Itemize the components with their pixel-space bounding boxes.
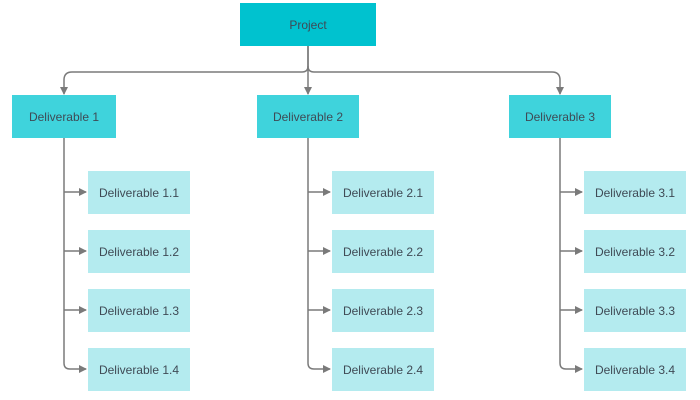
deliverable-3-2-node[interactable]: Deliverable 3.2 (584, 230, 686, 273)
deliverable-3-2-label: Deliverable 3.2 (594, 244, 676, 259)
project-node[interactable]: Project (240, 3, 376, 46)
connector-deliverable-1-spine (63, 138, 71, 370)
deliverable-1-3-node[interactable]: Deliverable 1.3 (88, 289, 190, 332)
connector-root-to-deliverable-1 (60, 46, 309, 95)
deliverable-2-4-node[interactable]: Deliverable 2.4 (332, 348, 434, 391)
deliverable-1-4-node[interactable]: Deliverable 1.4 (88, 348, 190, 391)
deliverable-2-2-label: Deliverable 2.2 (342, 244, 424, 259)
deliverable-1-4-label: Deliverable 1.4 (98, 362, 180, 377)
deliverable-3-label: Deliverable 3 (524, 109, 596, 124)
deliverable-1-1-label: Deliverable 1.1 (98, 185, 180, 200)
deliverable-1-3-label: Deliverable 1.3 (98, 303, 180, 318)
deliverable-2-node[interactable]: Deliverable 2 (257, 95, 359, 138)
deliverable-3-4-label: Deliverable 3.4 (594, 362, 676, 377)
deliverable-1-node[interactable]: Deliverable 1 (12, 95, 116, 138)
deliverable-2-3-node[interactable]: Deliverable 2.3 (332, 289, 434, 332)
connector-deliverable-2-spine (307, 138, 315, 370)
deliverable-2-4-label: Deliverable 2.4 (342, 362, 424, 377)
deliverable-3-node[interactable]: Deliverable 3 (509, 95, 611, 138)
deliverable-1-1-node[interactable]: Deliverable 1.1 (88, 171, 190, 214)
connector-root-to-deliverable-3 (307, 65, 564, 95)
deliverable-2-2-node[interactable]: Deliverable 2.2 (332, 230, 434, 273)
deliverable-3-1-node[interactable]: Deliverable 3.1 (584, 171, 686, 214)
deliverable-2-1-label: Deliverable 2.1 (342, 185, 424, 200)
deliverable-3-3-node[interactable]: Deliverable 3.3 (584, 289, 686, 332)
connector-deliverable-3-spine (559, 138, 567, 370)
deliverable-3-1-label: Deliverable 3.1 (594, 185, 676, 200)
deliverable-2-label: Deliverable 2 (272, 109, 344, 124)
deliverable-1-label: Deliverable 1 (28, 109, 100, 124)
deliverable-2-3-label: Deliverable 2.3 (342, 303, 424, 318)
deliverable-3-4-node[interactable]: Deliverable 3.4 (584, 348, 686, 391)
deliverable-2-1-node[interactable]: Deliverable 2.1 (332, 171, 434, 214)
deliverable-1-2-label: Deliverable 1.2 (98, 244, 180, 259)
deliverable-1-2-node[interactable]: Deliverable 1.2 (88, 230, 190, 273)
project-label: Project (289, 17, 327, 32)
deliverable-3-3-label: Deliverable 3.3 (594, 303, 676, 318)
